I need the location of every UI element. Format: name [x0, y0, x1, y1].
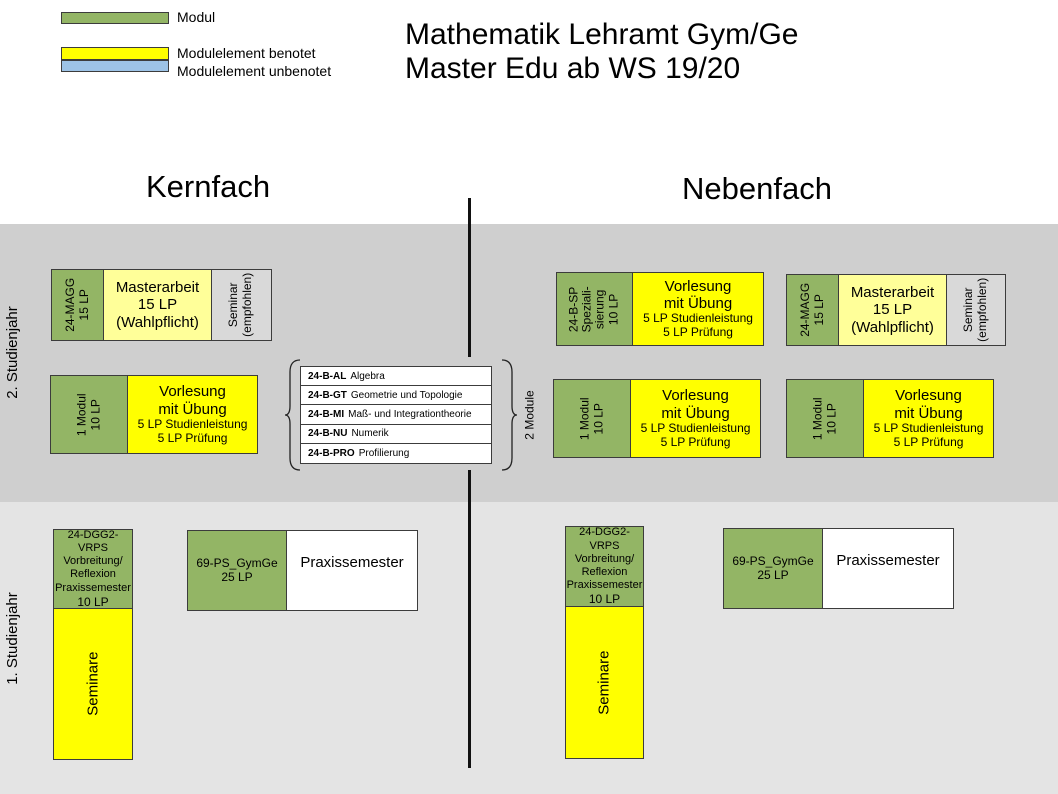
legend-benotet-swatch [61, 47, 169, 60]
legend-modul-swatch [61, 12, 169, 24]
title-line-2: Master Edu ab WS 19/20 [405, 52, 741, 85]
kf-masterarbeit-title: Masterarbeit [115, 279, 200, 297]
wahl-count-label: 2 Module [523, 390, 537, 440]
kf-vorlesung-sub: mit Übung [158, 400, 227, 418]
nf-masterarbeit-lp: 15 LP [872, 301, 913, 319]
kf-dgg-line3: Reflexion [70, 568, 116, 581]
kf-ps-code: 69-PS_GymGe [196, 555, 278, 570]
nf-dgg-code: 24-DGG2-VRPS [579, 526, 630, 552]
nf-dgg-line4: Praxissemester [566, 579, 643, 592]
left-brace [284, 359, 301, 471]
kf-praxissemester-box: Praxissemester [286, 530, 418, 611]
kf-praxissemester-label: Praxissemester [300, 554, 404, 571]
nf-vorlesung-a-pruefung: 5 LP Prüfung [660, 434, 731, 449]
title-line-1: Mathematik Lehramt Gym/Ge [405, 18, 799, 51]
nf-vorlesung-a-studienleistung: 5 LP Studienleistung [640, 420, 751, 435]
year-label-1-text: 1. Studienjahr [3, 591, 21, 685]
nf-vorlesung-b-sub: mit Übung [894, 404, 963, 422]
kf-vorlesung-pruefung: 5 LP Prüfung [157, 430, 228, 445]
nf-seminare-box: Seminare [565, 606, 644, 759]
kf-seminar-label: Seminar(empfohlen) [226, 272, 255, 338]
column-heading-nebenfach: Nebenfach [682, 171, 832, 206]
divider-line-top [468, 198, 471, 357]
nf-vorlesung-b-pruefung: 5 LP Prüfung [893, 434, 964, 449]
kf-dgg-line4: Praxissemester [55, 581, 131, 594]
nf-masterarbeit-title: Masterarbeit [850, 284, 935, 302]
nf-ps-code: 69-PS_GymGe [732, 553, 814, 568]
year-label-2-text: 2. Studienjahr [3, 305, 21, 399]
nf-dgg-lp: 10 LP [588, 592, 621, 607]
nf-dgg-line2: Vorbreitung/ [574, 552, 635, 565]
nf-vorlesung-b-title: Vorlesung [895, 387, 962, 405]
kf-seminare-label: Seminare [84, 651, 102, 717]
kf-dgg-line2: Vorbreitung/ [63, 555, 123, 568]
year-label-2: 2. Studienjahr [0, 306, 72, 399]
nf-ps-lp: 25 LP [757, 567, 789, 582]
kf-dgg-lp: 10 LP [77, 594, 109, 609]
divider-line-bottom [468, 470, 471, 768]
nf-dgg-line3: Reflexion [581, 565, 628, 578]
kf-dgg-code: 24-DGG2-VRPS [67, 528, 119, 555]
nf-sp-vorlesung-sub: mit Übung [663, 295, 733, 313]
nf-seminar-box: Seminar(empfohlen) [946, 274, 1006, 346]
kf-masterarbeit-lp: 15 LP [137, 296, 178, 314]
kf-ps-lp: 25 LP [221, 569, 253, 584]
nf-vorlesung-a-sub: mit Übung [661, 404, 730, 422]
nf-vorlesung-a-title: Vorlesung [662, 387, 729, 405]
right-brace [501, 359, 518, 471]
column-heading-kernfach: Kernfach [146, 169, 271, 204]
kf-seminare-box: Seminare [53, 608, 133, 760]
legend-unbenotet-label: Modulelement unbenotet [177, 63, 332, 79]
nf-seminar-label: Seminar(empfohlen) [961, 277, 989, 343]
nf-sp-pruefung: 5 LP Prüfung [663, 325, 733, 340]
band-studienjahr-2 [0, 224, 1058, 502]
legend-modul-label: Modul [177, 9, 216, 25]
kf-seminar-box: Seminar(empfohlen) [211, 269, 272, 341]
nf-masterarbeit-type: (Wahlpflicht) [851, 318, 934, 336]
kf-vorlesung-title: Vorlesung [159, 383, 226, 401]
nf-praxissemester-box: Praxissemester [822, 528, 954, 609]
kf-vorlesung-studienleistung: 5 LP Studienleistung [137, 416, 248, 431]
nf-vorlesung-b-studienleistung: 5 LP Studienleistung [873, 420, 984, 435]
nf-sp-studienleistung: 5 LP Studienleistung [643, 311, 753, 326]
legend-unbenotet-swatch [61, 60, 169, 72]
kf-masterarbeit-type: (Wahlpflicht) [116, 313, 199, 331]
legend-benotet-label: Modulelement benotet [177, 45, 316, 61]
nf-seminare-label: Seminare [595, 650, 613, 715]
page-title: Mathematik Lehramt Gym/Ge Master Edu ab … [405, 18, 798, 86]
nf-sp-vorlesung-title: Vorlesung [664, 277, 732, 295]
nf-praxissemester-label: Praxissemester [836, 552, 940, 569]
